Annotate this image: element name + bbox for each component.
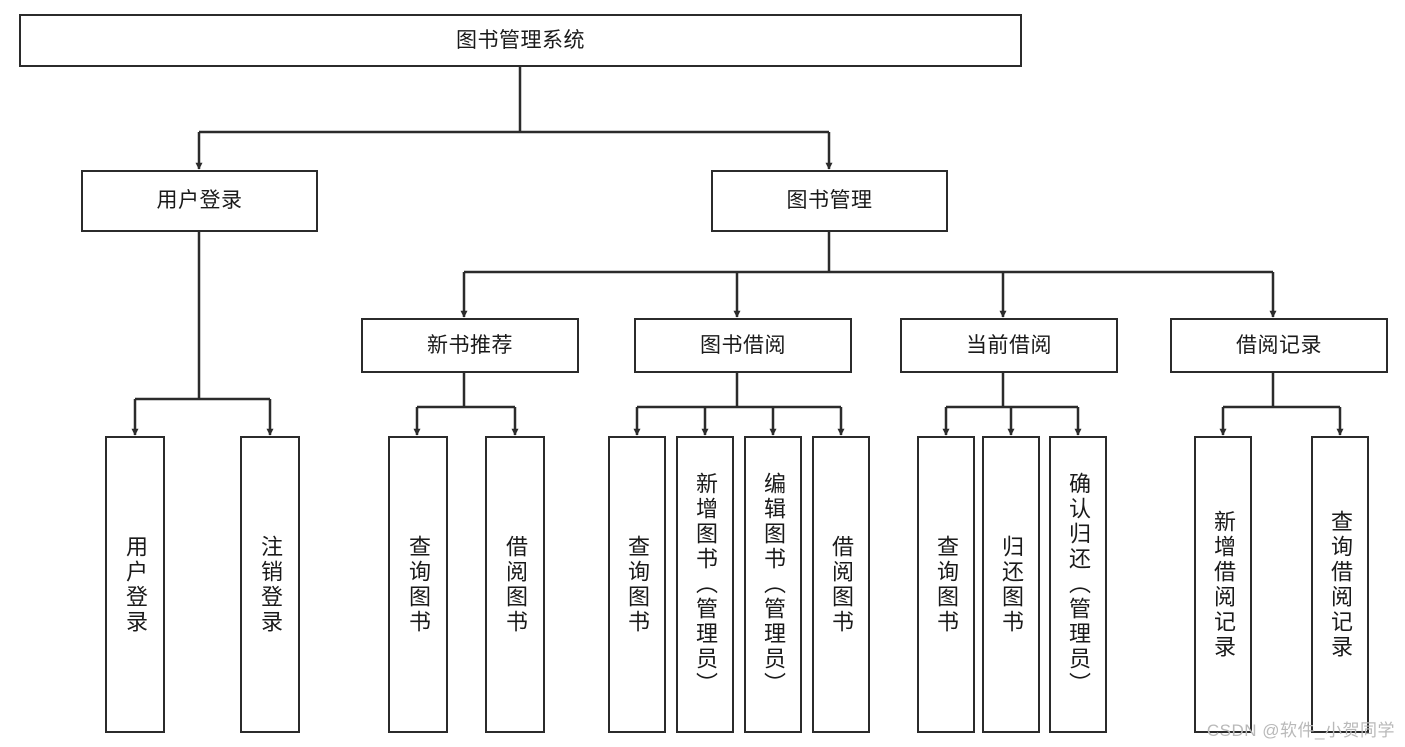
node-leaf-rec-2[interactable]: 查询借阅记录 [1311, 436, 1369, 733]
node-label: 用户登录 [156, 189, 243, 213]
node-label: 借阅记录 [1236, 333, 1322, 357]
node-borrow[interactable]: 图书借阅 [634, 318, 852, 373]
node-label: 图书管理系统 [456, 28, 585, 52]
node-leaf-login-2[interactable]: 注销登录 [240, 436, 300, 733]
node-label: 新增图书（管理员） [693, 472, 718, 697]
node-leaf-new-2[interactable]: 借阅图书 [485, 436, 545, 733]
node-label: 确认归还（管理员） [1066, 472, 1091, 697]
node-label: 归还图书 [999, 534, 1024, 635]
node-leaf-rec-1[interactable]: 新增借阅记录 [1194, 436, 1252, 733]
node-label: 借阅图书 [829, 534, 854, 635]
node-label: 借阅图书 [503, 534, 528, 635]
node-label: 编辑图书（管理员） [761, 472, 786, 697]
node-label: 图书管理 [786, 189, 873, 213]
node-label: 图书借阅 [700, 333, 786, 357]
node-label: 查询借阅记录 [1328, 509, 1353, 660]
node-leaf-cur-1[interactable]: 查询图书 [917, 436, 975, 733]
node-records[interactable]: 借阅记录 [1170, 318, 1388, 373]
node-label: 查询图书 [406, 534, 431, 635]
node-leaf-cur-3[interactable]: 确认归还（管理员） [1049, 436, 1107, 733]
node-login[interactable]: 用户登录 [81, 170, 318, 232]
node-newbook[interactable]: 新书推荐 [361, 318, 579, 373]
node-leaf-borrow-2[interactable]: 新增图书（管理员） [676, 436, 734, 733]
node-leaf-cur-2[interactable]: 归还图书 [982, 436, 1040, 733]
node-leaf-borrow-3[interactable]: 编辑图书（管理员） [744, 436, 802, 733]
node-label: 查询图书 [934, 534, 959, 635]
node-leaf-borrow-1[interactable]: 查询图书 [608, 436, 666, 733]
node-label: 注销登录 [258, 534, 283, 635]
node-label: 新增借阅记录 [1211, 509, 1236, 660]
node-label: 查询图书 [625, 534, 650, 635]
node-bookmgmt[interactable]: 图书管理 [711, 170, 948, 232]
node-label: 当前借阅 [966, 333, 1052, 357]
node-label: 新书推荐 [427, 333, 513, 357]
node-current[interactable]: 当前借阅 [900, 318, 1118, 373]
node-leaf-new-1[interactable]: 查询图书 [388, 436, 448, 733]
node-leaf-borrow-4[interactable]: 借阅图书 [812, 436, 870, 733]
node-label: 用户登录 [123, 534, 148, 635]
node-leaf-login-1[interactable]: 用户登录 [105, 436, 165, 733]
node-root[interactable]: 图书管理系统 [19, 14, 1022, 67]
